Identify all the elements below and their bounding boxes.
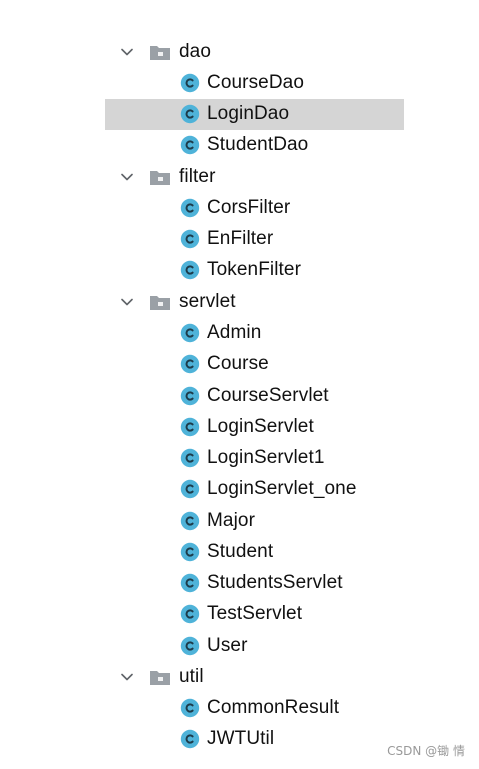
tree-item-LoginServlet1[interactable]: LoginServlet1 [0, 442, 479, 473]
tree-item-JWTUtil[interactable]: JWTUtil [0, 724, 479, 755]
tree-item-LoginDao[interactable]: LoginDao [0, 98, 479, 130]
tree-item-CourseDao[interactable]: CourseDao [0, 67, 479, 98]
tree-item-label: TokenFilter [207, 259, 302, 281]
tree-item-label: LoginServlet1 [207, 447, 325, 469]
class-icon [180, 386, 200, 406]
tree-item-CommonResult[interactable]: CommonResult [0, 693, 479, 724]
tree-item-label: TestServlet [207, 603, 303, 625]
chevron-down-icon[interactable] [120, 170, 134, 184]
tree-item-label: StudentsServlet [207, 572, 343, 594]
tree-item-label: EnFilter [207, 228, 274, 250]
tree-item-label: dao [179, 40, 212, 62]
folder-icon [149, 668, 171, 686]
class-icon [180, 729, 200, 749]
tree-item-label: LoginServlet_one [207, 478, 357, 500]
tree-folder-filter[interactable]: filter [0, 161, 479, 192]
tree-item-label: JWTUtil [207, 728, 275, 750]
tree-item-label: servlet [179, 290, 236, 312]
tree-item-label: LoginDao [207, 103, 290, 125]
class-icon [180, 135, 200, 155]
chevron-down-icon[interactable] [120, 45, 134, 59]
class-icon [180, 511, 200, 531]
tree-item-label: StudentDao [207, 134, 309, 156]
tree-item-EnFilter[interactable]: EnFilter [0, 224, 479, 255]
tree-item-label: CommonResult [207, 697, 340, 719]
class-icon [180, 354, 200, 374]
class-icon [180, 260, 200, 280]
tree-item-label: Course [207, 353, 269, 375]
tree-item-label: util [179, 665, 204, 687]
tree-item-LoginServlet[interactable]: LoginServlet [0, 411, 479, 442]
class-icon [180, 417, 200, 437]
watermark: CSDN @锄 情 [387, 744, 465, 758]
tree-item-LoginServlet_one[interactable]: LoginServlet_one [0, 474, 479, 505]
tree-item-CorsFilter[interactable]: CorsFilter [0, 192, 479, 223]
chevron-down-icon[interactable] [120, 295, 134, 309]
tree-item-TestServlet[interactable]: TestServlet [0, 599, 479, 630]
tree-item-label: filter [179, 165, 216, 187]
tree-item-CourseServlet[interactable]: CourseServlet [0, 380, 479, 411]
tree-item-label: Student [207, 540, 274, 562]
tree-item-Major[interactable]: Major [0, 505, 479, 536]
tree-item-StudentsServlet[interactable]: StudentsServlet [0, 568, 479, 599]
tree-item-label: Admin [207, 322, 262, 344]
tree-item-label: CourseServlet [207, 384, 329, 406]
folder-icon [149, 168, 171, 186]
tree-folder-dao[interactable]: dao [0, 36, 479, 67]
tree-item-label: Major [207, 509, 256, 531]
tree-folder-servlet[interactable]: servlet [0, 286, 479, 317]
class-icon [180, 448, 200, 468]
tree-item-TokenFilter[interactable]: TokenFilter [0, 255, 479, 286]
tree-item-label: LoginServlet [207, 415, 314, 437]
class-icon [180, 323, 200, 343]
class-icon [180, 698, 200, 718]
tree-item-User[interactable]: User [0, 630, 479, 661]
tree-item-Admin[interactable]: Admin [0, 317, 479, 348]
tree-item-Course[interactable]: Course [0, 349, 479, 380]
tree-folder-util[interactable]: util [0, 661, 479, 692]
folder-icon [149, 43, 171, 61]
class-icon [180, 479, 200, 499]
class-icon [180, 73, 200, 93]
class-icon [180, 604, 200, 624]
class-icon [180, 636, 200, 656]
class-icon [180, 198, 200, 218]
tree-item-Student[interactable]: Student [0, 536, 479, 567]
tree-item-label: User [207, 634, 248, 656]
chevron-down-icon[interactable] [120, 670, 134, 684]
tree-item-label: CourseDao [207, 71, 305, 93]
class-icon [180, 542, 200, 562]
folder-icon [149, 293, 171, 311]
class-icon [180, 104, 200, 124]
selection-highlight [105, 98, 404, 130]
tree-item-label: CorsFilter [207, 196, 291, 218]
class-icon [180, 573, 200, 593]
tree-item-StudentDao[interactable]: StudentDao [0, 130, 479, 161]
class-icon [180, 229, 200, 249]
